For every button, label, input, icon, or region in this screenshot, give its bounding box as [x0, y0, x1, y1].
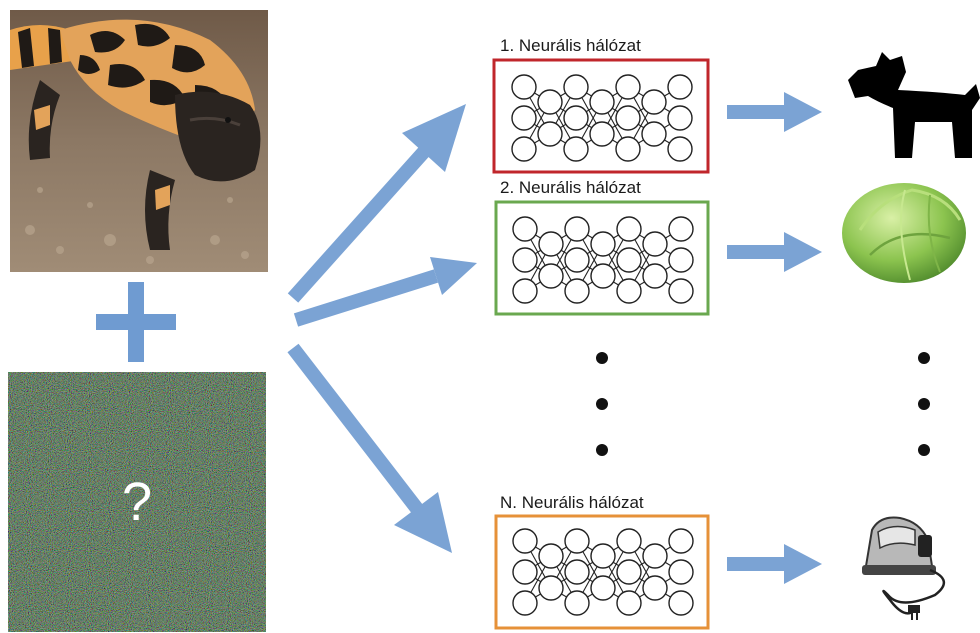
- network-2-label: 2. Neurális hálózat: [500, 178, 641, 197]
- arrow-to-network-1: [287, 104, 466, 303]
- ellipsis-dots-outputs: [918, 352, 930, 456]
- cabbage-icon: [842, 183, 966, 283]
- arrow-to-network-n: [287, 343, 452, 553]
- arrow-to-network-2: [293, 257, 477, 327]
- input-lizard-image: [10, 10, 268, 272]
- network-n-label: N. Neurális hálózat: [500, 493, 644, 512]
- output-arrow-2: [727, 232, 822, 272]
- plus-icon: [96, 282, 176, 362]
- output-arrow-1: [727, 92, 822, 132]
- dog-silhouette-icon: [848, 52, 980, 158]
- clothes-iron-icon: [862, 516, 945, 620]
- network-1-label: 1. Neurális hálózat: [500, 36, 641, 55]
- noise-perturbation-image: [8, 372, 266, 632]
- output-arrow-n: [727, 544, 822, 584]
- unknown-noise-question-mark: ?: [121, 472, 153, 532]
- ellipsis-dots-networks: [596, 352, 608, 456]
